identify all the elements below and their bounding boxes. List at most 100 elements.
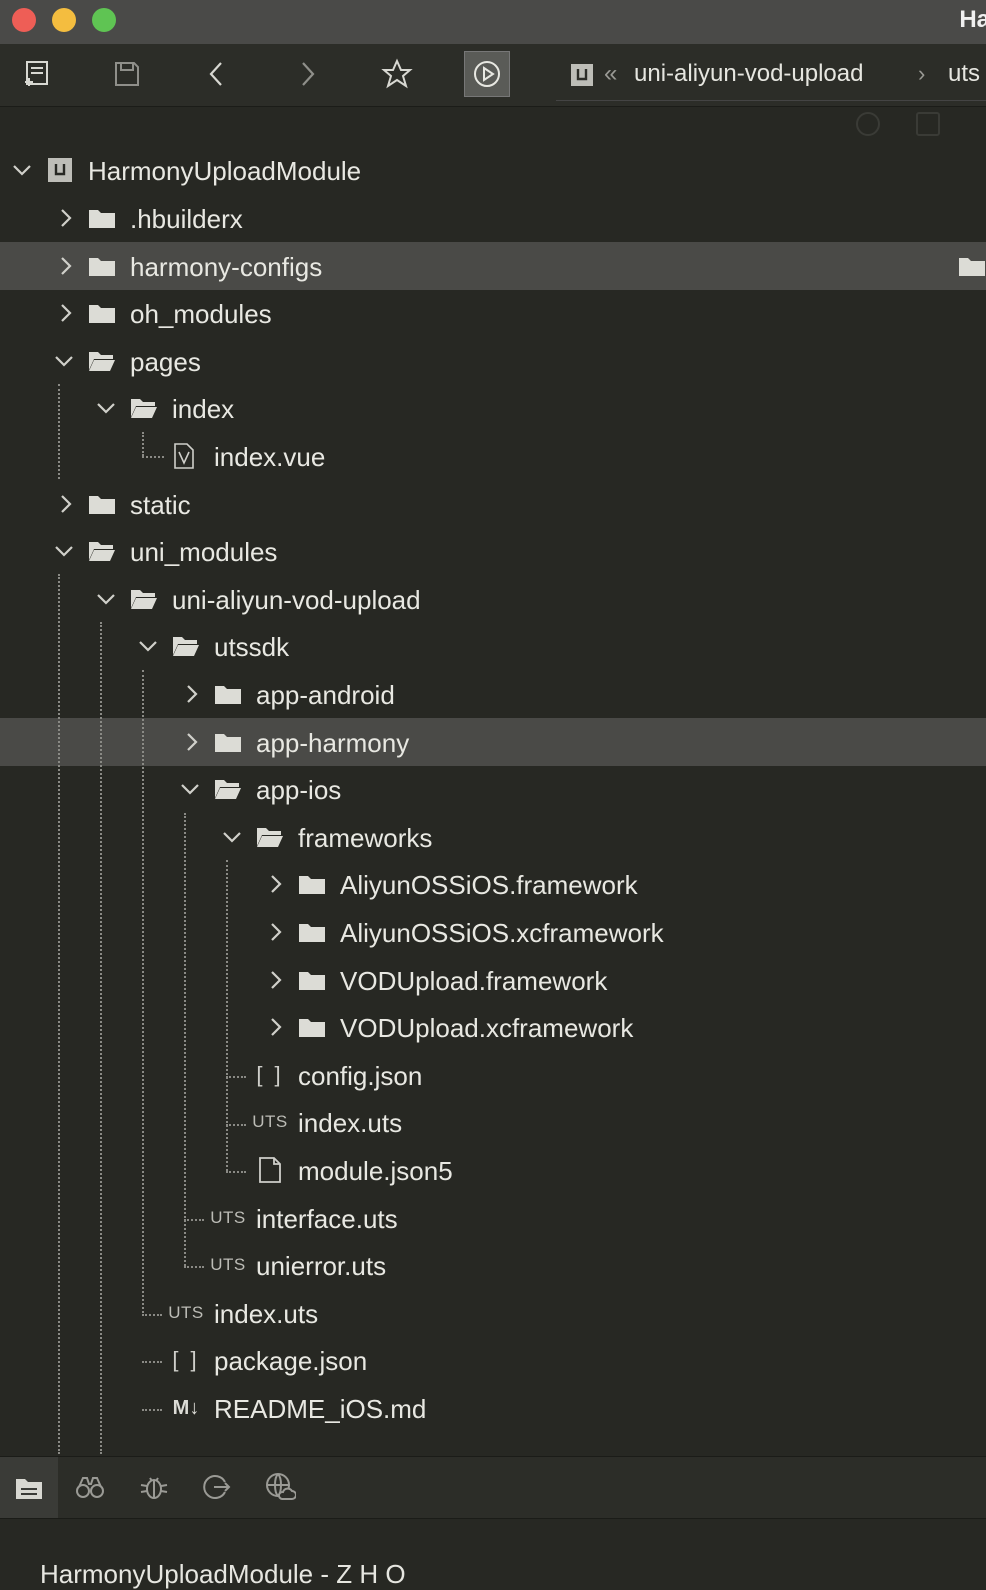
tree-guide <box>184 813 186 1266</box>
tree-guide <box>226 1124 246 1126</box>
tree-item-label: VODUpload.xcframework <box>340 1013 634 1043</box>
tree-item-index-folder[interactable]: index <box>0 384 986 432</box>
save-button[interactable] <box>104 51 150 97</box>
breadcrumb-item-module[interactable]: uni-aliyun-vod-upload <box>634 60 864 87</box>
project-manager-icon <box>16 1479 42 1499</box>
window-title: Ha <box>959 6 986 33</box>
tree-item-unierror-uts[interactable]: UTS unierror.uts <box>0 1241 986 1289</box>
tree-guide <box>226 1171 246 1173</box>
tree-item-app-harmony[interactable]: app-harmony <box>0 718 986 766</box>
chevron-down-icon[interactable] <box>178 777 202 801</box>
run-icon <box>474 61 500 87</box>
folder-open-icon <box>88 539 116 563</box>
tree-item-label: index.vue <box>214 442 326 472</box>
tree-item-label: app-android <box>256 680 395 710</box>
chevron-right-icon[interactable] <box>264 1015 288 1039</box>
run-button[interactable] <box>464 51 510 97</box>
chevron-right-icon[interactable] <box>54 206 78 230</box>
tree-item-root[interactable]: HarmonyUploadModule <box>0 146 986 194</box>
tree-item-label: pages <box>130 347 201 377</box>
folder-open-icon <box>214 777 242 801</box>
tree-item-harmony-configs[interactable]: harmony-configs <box>0 242 986 290</box>
tree-item-vodupload-framework[interactable]: VODUpload.framework <box>0 956 986 1004</box>
title-bar: Ha <box>0 0 986 44</box>
tree-item-aliyunossios-xcframework[interactable]: AliyunOSSiOS.xcframework <box>0 908 986 956</box>
tree-item-index-uts[interactable]: UTS index.uts <box>0 1098 986 1146</box>
locate-icon[interactable] <box>856 112 880 136</box>
breadcrumb-item-utssdk[interactable]: uts <box>948 60 981 87</box>
project-tree: HarmonyUploadModule .hbuilderx harmony-c… <box>0 146 986 1456</box>
chevron-right-icon: › <box>918 61 926 86</box>
tree-item-readme-ios-md[interactable]: M↓ README_iOS.md <box>0 1384 986 1432</box>
chevron-right-icon[interactable] <box>54 301 78 325</box>
folder-open-icon <box>130 396 158 420</box>
folder-icon <box>214 730 242 754</box>
cloud-button[interactable] <box>260 1467 300 1507</box>
uts-file-icon: UTS <box>210 1208 246 1227</box>
tree-item-hbuilderx[interactable]: .hbuilderx <box>0 194 986 242</box>
tree-item-interface-uts[interactable]: UTS interface.uts <box>0 1194 986 1242</box>
tree-item-label: index.uts <box>298 1108 403 1138</box>
chevron-down-icon[interactable] <box>10 158 34 182</box>
close-window-button[interactable] <box>12 8 36 32</box>
tree-item-aliyunossios-framework[interactable]: AliyunOSSiOS.framework <box>0 860 986 908</box>
minimize-window-button[interactable] <box>52 8 76 32</box>
tree-item-config-json[interactable]: [ ] config.json <box>0 1051 986 1099</box>
breadcrumb-separator: « <box>604 60 618 87</box>
tree-item-app-android[interactable]: app-android <box>0 670 986 718</box>
tree-item-vodupload-xcframework[interactable]: VODUpload.xcframework <box>0 1003 986 1051</box>
chevron-down-icon[interactable] <box>52 539 76 563</box>
bookmark-icon <box>381 58 413 89</box>
tree-item-label: oh_modules <box>130 299 272 329</box>
tree-item-uni-aliyun-vod-upload[interactable]: uni-aliyun-vod-upload <box>0 575 986 623</box>
tree-item-utssdk[interactable]: utssdk <box>0 622 986 670</box>
chevron-right-icon[interactable] <box>54 492 78 516</box>
chevron-down-icon[interactable] <box>220 825 244 849</box>
chevron-right-icon[interactable] <box>264 872 288 896</box>
project-manager-button[interactable] <box>0 1457 58 1519</box>
tree-item-index-vue[interactable]: index.vue <box>0 432 986 480</box>
tree-guide <box>184 1219 204 1221</box>
tree-item-uni-modules[interactable]: uni_modules <box>0 527 986 575</box>
tree-item-package-json[interactable]: [ ] package.json <box>0 1336 986 1384</box>
search-button[interactable] <box>70 1467 110 1507</box>
tree-item-label: .hbuilderx <box>130 204 243 234</box>
chevron-right-icon[interactable] <box>264 968 288 992</box>
chevron-right-icon[interactable] <box>54 254 78 278</box>
chevron-right-icon[interactable] <box>264 920 288 944</box>
tree-guide <box>100 622 102 1454</box>
chevron-right-icon[interactable] <box>180 730 204 754</box>
debug-button[interactable] <box>134 1467 174 1507</box>
collapse-all-icon[interactable] <box>916 112 940 136</box>
folder-icon <box>88 492 116 516</box>
chevron-down-icon[interactable] <box>52 349 76 373</box>
bookmark-button[interactable] <box>374 51 420 97</box>
tree-guide <box>142 456 164 458</box>
chevron-down-icon[interactable] <box>136 634 160 658</box>
breadcrumb: « uni-aliyun-vod-upload › uts <box>556 52 986 101</box>
tree-item-label: harmony-configs <box>130 252 323 282</box>
tree-item-pages[interactable]: pages <box>0 337 986 385</box>
debug-bug-icon <box>140 1477 168 1499</box>
status-bar: HarmonyUploadModule - Z H O <box>0 1518 986 1589</box>
tree-item-frameworks[interactable]: frameworks <box>0 813 986 861</box>
toolbar: « uni-aliyun-vod-upload › uts <box>0 44 986 107</box>
chevron-down-icon[interactable] <box>94 396 118 420</box>
selected-row-highlight <box>0 242 986 290</box>
tree-item-label: utssdk <box>214 632 290 662</box>
tree-item-index-uts[interactable]: UTS index.uts <box>0 1289 986 1337</box>
tree-item-module-json5[interactable]: module.json5 <box>0 1146 986 1194</box>
chevron-down-icon[interactable] <box>94 587 118 611</box>
tree-item-label: module.json5 <box>298 1156 453 1186</box>
back-button[interactable] <box>194 51 240 97</box>
export-button[interactable] <box>196 1467 236 1507</box>
zoom-window-button[interactable] <box>92 8 116 32</box>
search-binoculars-icon <box>76 1477 104 1498</box>
tree-item-static[interactable]: static <box>0 480 986 528</box>
forward-button[interactable] <box>284 51 330 97</box>
chevron-right-icon[interactable] <box>180 682 204 706</box>
tree-item-app-ios[interactable]: app-ios <box>0 765 986 813</box>
folder-icon <box>214 682 242 706</box>
new-file-button[interactable] <box>14 51 60 97</box>
tree-item-oh-modules[interactable]: oh_modules <box>0 289 986 337</box>
